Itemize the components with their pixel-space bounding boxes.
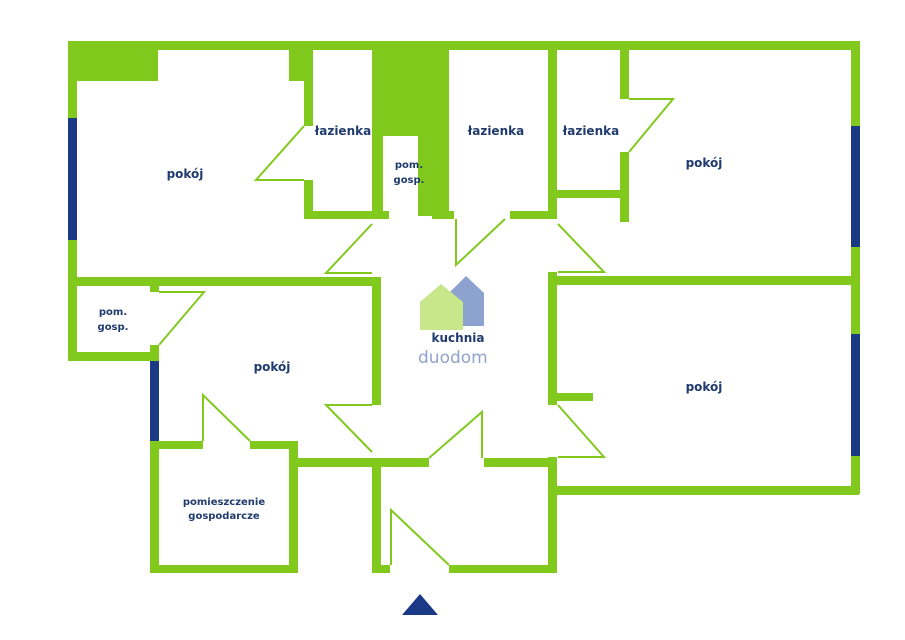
label-pokoj-top-left: pokój: [167, 167, 204, 181]
label-pokoj-bottom-right: pokój: [686, 380, 723, 394]
label-pomieszczenie-2: gospodarcze: [188, 511, 260, 522]
label-pokoj-middle-left: pokój: [254, 360, 291, 374]
label-pom-gosp-center-2: gosp.: [394, 175, 425, 186]
label-pom-gosp-left-2: gosp.: [98, 322, 129, 333]
label-pomieszczenie-1: pomieszczenie: [183, 497, 266, 508]
label-lazienka-1: łazienka: [314, 124, 371, 138]
house-logo-icon: [420, 284, 463, 330]
label-pom-gosp-center-1: pom.: [395, 160, 423, 171]
windows: [68, 118, 860, 456]
label-lazienka-2: łazienka: [467, 124, 524, 138]
label-lazienka-3: łazienka: [562, 124, 619, 138]
door-swings: [158, 98, 676, 566]
logo-brand: duodom: [418, 348, 488, 368]
entrance-arrow-icon: [402, 594, 438, 615]
logo: duodom: [418, 276, 488, 368]
label-pokoj-top-right: pokój: [686, 156, 723, 170]
room-labels: pokój łazienka pom. gosp. łazienka łazie…: [98, 124, 723, 522]
label-kuchnia: kuchnia: [432, 331, 485, 345]
label-pom-gosp-left-1: pom.: [99, 307, 127, 318]
